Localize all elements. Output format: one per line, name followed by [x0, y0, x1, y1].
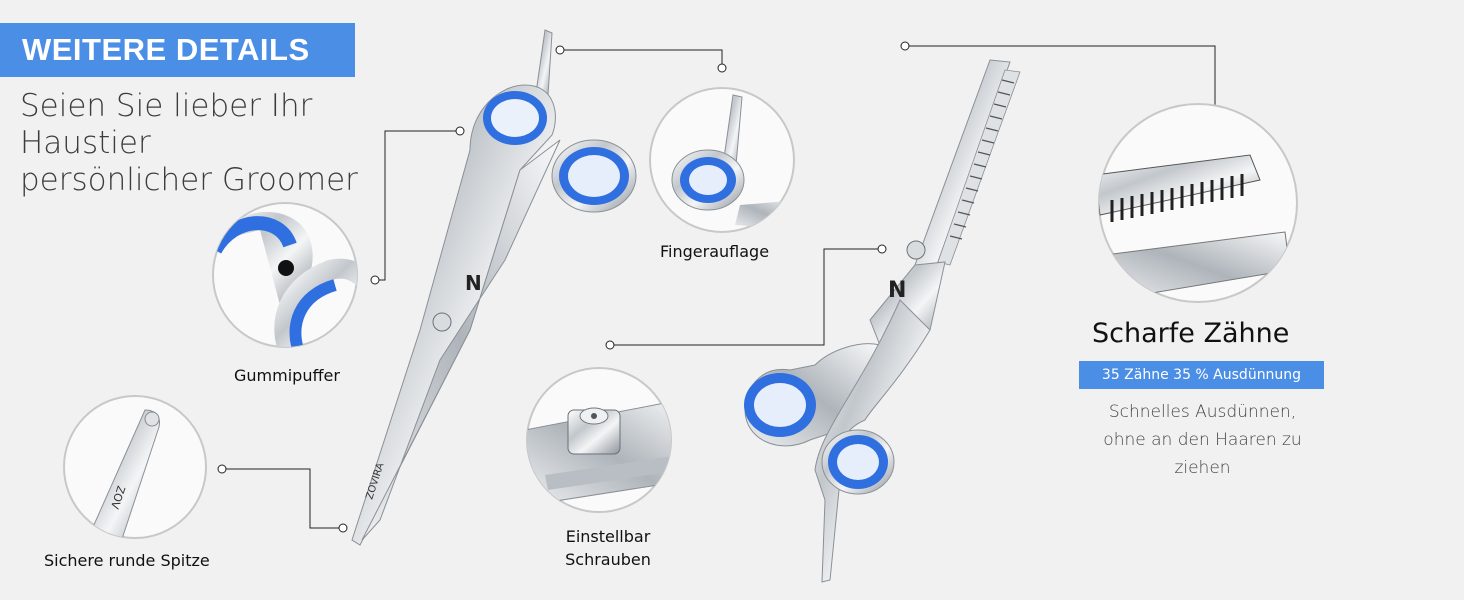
subtitle-line-2: persönlicher Groomer — [20, 162, 358, 198]
teeth-title: Scharfe Zähne — [1092, 318, 1290, 349]
label-schrauben-line-1: Einstellbar — [565, 527, 651, 546]
subtitle-line-1: Seien Sie lieber Ihr Haustier — [20, 88, 313, 161]
teeth-desc-line-3: ziehen — [1174, 458, 1231, 478]
straight-scissors: N ZOVIRA — [351, 29, 637, 546]
section-banner: WEITERE DETAILS — [0, 23, 355, 77]
label-fingerauflage: Fingerauflage — [660, 242, 770, 261]
teeth-desc-line-2: ohne an den Haaren zu — [1103, 430, 1302, 450]
label-schrauben-line-2: Schrauben — [565, 550, 651, 569]
teeth-badge: 35 Zähne 35 % Ausdünnung — [1079, 361, 1324, 389]
detail-circle-spitze: ZOV — [63, 395, 207, 539]
detail-circle-fingerauflage — [649, 87, 795, 233]
teeth-description: Schnelles Ausdünnen, ohne an den Haaren … — [1070, 398, 1335, 482]
thinning-scissors: N — [744, 59, 1021, 583]
subtitle: Seien Sie lieber Ihr Haustier persönlich… — [20, 88, 440, 199]
detail-circle-gummipuffer — [212, 202, 358, 348]
label-gummipuffer: Gummipuffer — [234, 366, 340, 385]
brand-logo-n: N — [465, 271, 482, 295]
label-spitze: Sichere runde Spitze — [44, 551, 210, 570]
detail-circle-schrauben — [526, 367, 672, 513]
detail-circle-zaehne — [1098, 103, 1298, 303]
label-schrauben: Einstellbar Schrauben — [548, 525, 668, 571]
brand-logo-n-thinning: N — [888, 278, 906, 303]
teeth-desc-line-1: Schnelles Ausdünnen, — [1108, 402, 1297, 422]
